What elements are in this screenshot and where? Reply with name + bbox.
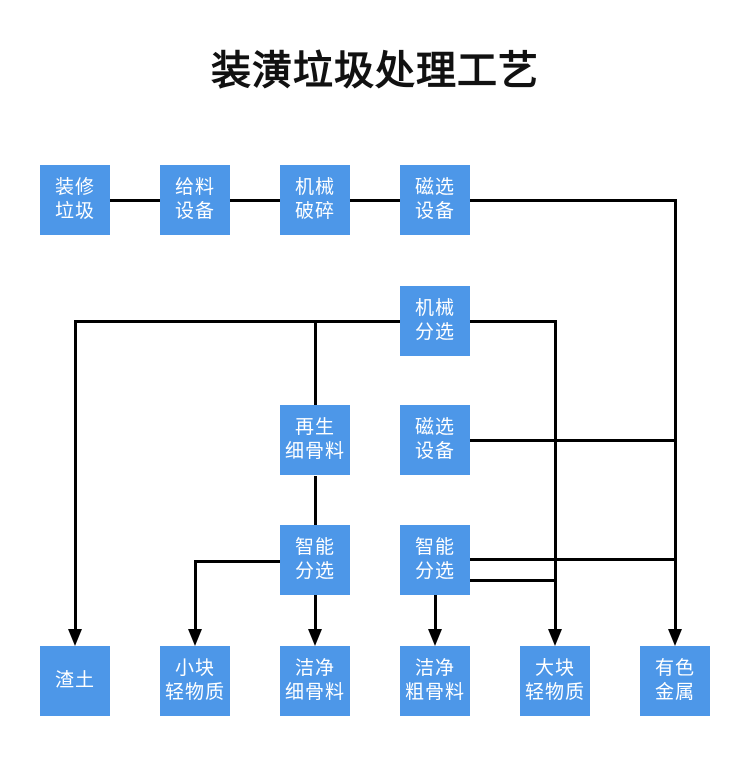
flow-node-label: 机械 <box>294 177 335 198</box>
flow-node-label: 细骨料 <box>284 441 345 462</box>
flow-node-label: 破碎 <box>294 201 335 222</box>
flow-node-label: 分选 <box>294 561 335 582</box>
flow-node-label: 设备 <box>414 441 455 462</box>
flow-node-label: 有色 <box>654 658 695 679</box>
flow-node-nonferrous-metal: 有色金属 <box>640 646 710 716</box>
connector-line <box>193 561 197 631</box>
flow-node-label: 智能 <box>294 537 335 558</box>
connector-line <box>313 595 317 631</box>
flow-node-label: 机械 <box>414 298 455 319</box>
flow-node-decoration-waste: 装修垃圾 <box>40 165 110 235</box>
flow-node-feeding-equipment: 给料设备 <box>160 165 230 235</box>
flow-node-large-light-material: 大块轻物质 <box>520 646 590 716</box>
flow-node-label: 磁选 <box>414 177 455 198</box>
diagram-title: 装潢垃圾处理工艺 <box>211 49 539 93</box>
connector-line <box>553 319 557 631</box>
flow-node-magnetic-separation-1: 磁选设备 <box>400 165 470 235</box>
flow-node-label: 洁净 <box>294 658 335 679</box>
flow-node-label: 磁选 <box>414 417 455 438</box>
flow-node-label: 粗骨料 <box>404 682 465 703</box>
flow-node-label: 分选 <box>414 322 455 343</box>
flow-node-recycled-fine-aggregate: 再生细骨料 <box>280 405 350 475</box>
connector-line <box>313 476 317 525</box>
flow-node-mechanical-crushing: 机械破碎 <box>280 165 350 235</box>
flow-node-label: 装修 <box>54 177 95 198</box>
flow-node-label: 轻物质 <box>524 682 585 703</box>
connector-line <box>73 319 77 631</box>
arrowhead-down-icon <box>308 629 322 646</box>
flow-node-label: 大块 <box>534 658 575 679</box>
connector-line <box>313 321 317 405</box>
flow-node-slag-soil: 渣土 <box>40 646 110 716</box>
connector-line <box>470 557 677 561</box>
arrowhead-down-icon <box>68 629 82 646</box>
flow-node-smart-sorting-1: 智能分选 <box>280 525 350 595</box>
flow-node-label: 洁净 <box>414 658 455 679</box>
flow-node-label: 给料 <box>174 177 215 198</box>
connector-line <box>673 198 677 631</box>
arrowhead-down-icon <box>188 629 202 646</box>
flow-node-label: 细骨料 <box>284 682 345 703</box>
flow-node-label: 设备 <box>414 201 455 222</box>
flow-node-label: 垃圾 <box>54 201 95 222</box>
flow-node-clean-coarse-aggregate: 洁净粗骨料 <box>400 646 470 716</box>
flow-node-label: 设备 <box>174 201 215 222</box>
flow-node-magnetic-separation-2: 磁选设备 <box>400 405 470 475</box>
flow-node-label: 小块 <box>174 658 215 679</box>
flow-node-mechanical-sorting: 机械分选 <box>400 286 470 356</box>
flow-node-label: 金属 <box>654 682 695 703</box>
flow-node-label: 轻物质 <box>164 682 225 703</box>
arrowhead-down-icon <box>668 629 682 646</box>
connector-line <box>193 559 280 563</box>
connector-line <box>433 595 437 631</box>
flow-node-label: 分选 <box>414 561 455 582</box>
connector-line <box>470 578 557 582</box>
flow-node-label: 智能 <box>414 537 455 558</box>
flow-node-smart-sorting-2: 智能分选 <box>400 525 470 595</box>
flow-node-label: 再生 <box>294 417 335 438</box>
flow-node-label: 渣土 <box>54 670 95 691</box>
connector-line <box>110 198 677 202</box>
flow-node-small-light-material: 小块轻物质 <box>160 646 230 716</box>
flow-node-clean-fine-aggregate: 洁净细骨料 <box>280 646 350 716</box>
connector-line <box>470 438 677 442</box>
arrowhead-down-icon <box>548 629 562 646</box>
arrowhead-down-icon <box>428 629 442 646</box>
